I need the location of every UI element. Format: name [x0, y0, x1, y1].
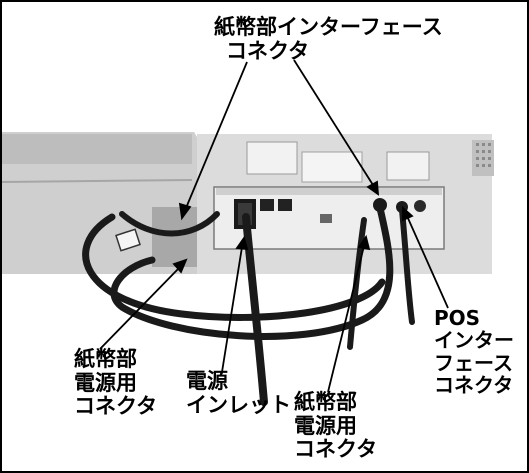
callout-line: コネクタ — [434, 373, 514, 398]
callout-line: 電源用 — [294, 413, 357, 438]
callout-line: 紙幣部インターフェース — [214, 15, 443, 39]
leader-lines — [99, 59, 449, 393]
callout-bill-power-connector-left: 紙幣部 電源用 コネクタ — [74, 347, 158, 419]
cable-loop-left — [82, 213, 386, 321]
callout-line: フェース — [434, 350, 513, 375]
cable-pos — [399, 207, 415, 325]
callout-power-inlet: 電源 インレット — [186, 369, 291, 417]
callout-line: コネクタ — [294, 437, 378, 462]
plug-left — [115, 228, 141, 252]
vent-grille — [476, 143, 491, 167]
callout-line: 電源 — [186, 369, 228, 393]
cable-bill-power-right — [347, 217, 367, 350]
callout-line: コネクタ — [74, 394, 158, 419]
callout-line: インター — [434, 328, 514, 353]
callout-line: インレット — [186, 392, 291, 417]
cable-power — [242, 213, 268, 406]
callout-line: 紙幣部 — [74, 347, 137, 371]
callout-line: 電源用 — [74, 370, 137, 395]
callout-bill-interface-connector: 紙幣部インターフェース コネクタ — [214, 15, 443, 63]
callout-pos-interface-connector: POS インター フェース コネクタ — [434, 307, 514, 397]
callout-line: POS — [434, 306, 481, 330]
callout-line: コネクタ — [226, 38, 310, 63]
cables — [82, 204, 415, 406]
callout-line: 紙幣部 — [294, 390, 357, 414]
callout-bill-power-connector-middle: 紙幣部 電源用 コネクタ — [294, 390, 378, 462]
cable-loop-mid — [119, 211, 220, 237]
